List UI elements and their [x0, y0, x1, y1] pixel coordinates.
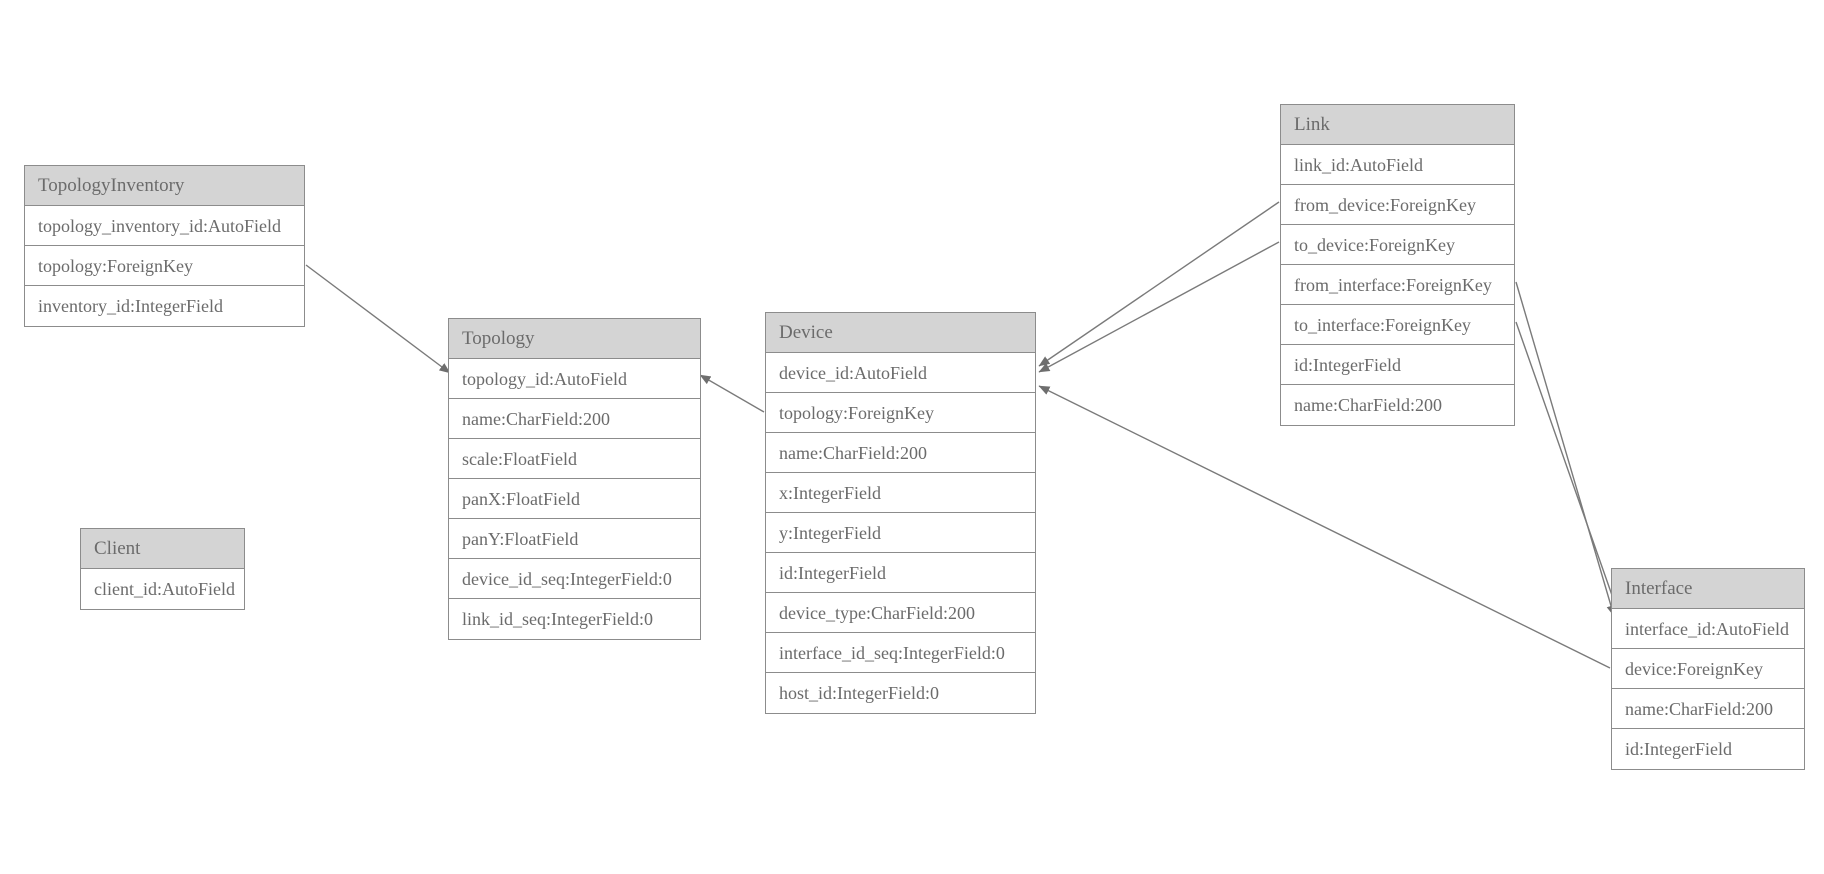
relationship-edge-rel-link-to_interface-interface: [1515, 321, 1621, 619]
entity-field-row: host_id:IntegerField:0: [766, 673, 1035, 713]
entity-field-row: topology:ForeignKey: [25, 246, 304, 286]
entity-field-row: device_id_seq:IntegerField:0: [449, 559, 700, 599]
entity-field-row: x:IntegerField: [766, 473, 1035, 513]
entity-field-row: device_type:CharField:200: [766, 593, 1035, 633]
entity-field-row: to_interface:ForeignKey: [1281, 305, 1514, 345]
entity-field-row: id:IntegerField: [1612, 729, 1804, 769]
entity-title-client: Client: [81, 529, 244, 569]
entity-title-topology_inventory: TopologyInventory: [25, 166, 304, 206]
entity-field-row: from_interface:ForeignKey: [1281, 265, 1514, 305]
entity-field-row: inventory_id:IntegerField: [25, 286, 304, 326]
entity-field-row: interface_id_seq:IntegerField:0: [766, 633, 1035, 673]
entity-field-row: topology:ForeignKey: [766, 393, 1035, 433]
entity-field-row: scale:FloatField: [449, 439, 700, 479]
entity-field-row: id:IntegerField: [766, 553, 1035, 593]
relationship-edge-rel-link-to_device-device: [1038, 241, 1280, 373]
relationship-edge-rel-device-topology: [699, 374, 765, 413]
entity-field-row: from_device:ForeignKey: [1281, 185, 1514, 225]
entity-field-row: name:CharField:200: [449, 399, 700, 439]
relationship-edge-rel-link-from_device-device: [1038, 201, 1280, 367]
entity-field-row: link_id:AutoField: [1281, 145, 1514, 185]
entity-field-row: name:CharField:200: [1612, 689, 1804, 729]
entity-field-row: name:CharField:200: [766, 433, 1035, 473]
entity-field-row: device_id:AutoField: [766, 353, 1035, 393]
entity-field-row: panX:FloatField: [449, 479, 700, 519]
entity-field-row: topology_inventory_id:AutoField: [25, 206, 304, 246]
entity-title-device: Device: [766, 313, 1035, 353]
relationship-edge-rel-link-from_interface-interface: [1515, 281, 1616, 617]
entity-title-interface: Interface: [1612, 569, 1804, 609]
entity-title-link: Link: [1281, 105, 1514, 145]
relationship-edge-rel-interface-device: [1038, 385, 1611, 669]
entity-field-row: client_id:AutoField: [81, 569, 244, 609]
entity-title-topology: Topology: [449, 319, 700, 359]
entity-field-row: link_id_seq:IntegerField:0: [449, 599, 700, 639]
entity-field-row: panY:FloatField: [449, 519, 700, 559]
entity-field-row: to_device:ForeignKey: [1281, 225, 1514, 265]
entity-field-row: name:CharField:200: [1281, 385, 1514, 425]
entity-field-row: interface_id:AutoField: [1612, 609, 1804, 649]
entity-field-row: y:IntegerField: [766, 513, 1035, 553]
entity-field-row: topology_id:AutoField: [449, 359, 700, 399]
entity-field-row: id:IntegerField: [1281, 345, 1514, 385]
relationship-edge-rel-topologyinventory-topology: [305, 264, 451, 374]
entity-field-row: device:ForeignKey: [1612, 649, 1804, 689]
